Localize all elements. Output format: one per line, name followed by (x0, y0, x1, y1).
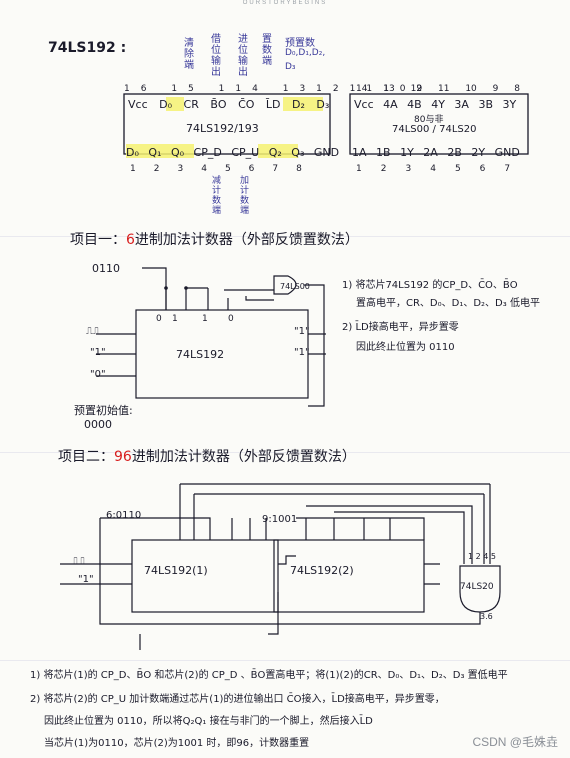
chip-00-bottom-nums: 1234567 (356, 164, 530, 174)
chip-192-bottom-nums: 12345678 (130, 164, 320, 174)
p2-chip1: 74LS192(1) (144, 564, 208, 577)
p1-note-4: 因此终止位置为 0110 (356, 342, 455, 353)
p1-preset-value: 0110 (92, 262, 120, 275)
project2-heading: 项目二：96进制加法计数器（外部反馈置数法） (58, 449, 356, 465)
header-watermark: OURSTORYBEGINS (242, 0, 328, 6)
p2-gate: 74LS20 (460, 582, 494, 592)
p1-input-zero: "0" (90, 369, 106, 380)
p2-input-clock: ⎍⎍ (72, 556, 86, 567)
p1-note-3: 2) L̄D接高电平，异步置零 (342, 322, 459, 333)
p2-gate-out: 3.6 (480, 612, 493, 621)
p2-input-one: "1" (78, 574, 94, 585)
p1-preset-label-value: 0000 (84, 418, 112, 431)
p1-out-one-a: 1 (172, 314, 178, 324)
label-up-count: 加 计 数 端 (240, 176, 250, 216)
legend-borrow: 借 位 输 出 (211, 34, 221, 78)
chip-00-bottom-pins: 1A 1B 1Y 2A 2B 2Y GND (352, 146, 520, 159)
project1-heading: 项目一：6进制加法计数器（外部反馈置数法） (70, 232, 359, 248)
p2-gate-pins: 1 2 4 5 (468, 552, 496, 561)
p1-out-zero-b: 0 (228, 314, 234, 324)
chip-00-pinout (349, 93, 529, 155)
p1-output-one-b: "1" (294, 347, 310, 358)
csdn-watermark: CSDN @毛姝垚 (472, 735, 558, 749)
legend-preset-pins: D₀,D₁,D₂, (285, 48, 326, 58)
ruled-line (0, 236, 570, 237)
chip-192-pinout (123, 93, 331, 158)
p1-note-1: 1) 将芯片74LS192 的CP_D、C̄O、B̄O (342, 280, 518, 291)
p1-gate-name: 74LS00 (280, 282, 310, 291)
p1-preset-label: 预置初始值: (74, 404, 133, 417)
legend-carry: 进 位 输 出 (238, 34, 248, 78)
chip-192-top-nums: 16 15 114 131211109 (124, 84, 434, 94)
p2-note-2: 2) 将芯片(2)的 CP_U 加计数端通过芯片(1)的进位输出口 C̄O接入，… (30, 694, 445, 705)
p2-note-4: 当芯片(1)为0110，芯片(2)为1001 时，即96，计数器重置 (44, 738, 310, 749)
chip-00-top-pins: Vcc 4A 4B 4Y 3A 3B 3Y (354, 98, 517, 111)
p1-chip-name: 74LS192 (176, 348, 225, 361)
p2-note-1: 1) 将芯片(1)的 CP_D、B̄O 和芯片(2)的 CP_D 、B̄O置高电… (30, 670, 508, 681)
p2-chip2: 74LS192(2) (290, 564, 354, 577)
chip-192-bottom-pins: D₀ Q₁ Q₀ CP_D CP_U Q₂ Q₃ GND (126, 146, 340, 159)
p2-state-a: 6:0110 (106, 510, 142, 521)
label-down-count: 减 计 数 端 (212, 176, 222, 216)
project2-circuit (60, 483, 501, 650)
p1-input-clock: ⎍⎍ (86, 326, 100, 337)
p1-output-one-a: "1" (294, 326, 310, 337)
p1-out-one-b: 1 (202, 314, 208, 324)
p2-note-3: 因此终止位置为 0110，所以将Q₂Q₁ 接在与非门的一个脚上，然后接入L̄D (44, 716, 373, 727)
legend-clear: 清 除 端 (184, 38, 194, 71)
p1-note-2: 置高电平，CR、D₀、D₁、D₂、D₃ 低电平 (356, 298, 540, 309)
project1-circuit (96, 267, 326, 407)
chip-192-top-pins: Vcc D₀ CR B̄O C̄O L̄D D₂ D₃ (128, 98, 330, 111)
ruled-line (0, 452, 570, 453)
page-title: 74LS192 : (48, 40, 127, 56)
legend-load: 置 数 端 (262, 34, 272, 67)
p1-input-one: "1" (90, 347, 106, 358)
ruled-line (0, 660, 570, 661)
chip-00-note: 80与非 (414, 115, 444, 125)
legend-preset: 预置数 (285, 38, 315, 49)
legend-preset-d3: D₃ (285, 62, 296, 72)
chip-00-top-nums: 14 13 12 11 10 9 8 (356, 84, 520, 94)
chip-192-name: 74LS192/193 (186, 122, 259, 135)
p1-out-zero: 0 (156, 314, 162, 324)
chip-00-name: 74LS00 / 74LS20 (392, 124, 477, 135)
p2-state-b: 9:1001 (262, 514, 298, 525)
